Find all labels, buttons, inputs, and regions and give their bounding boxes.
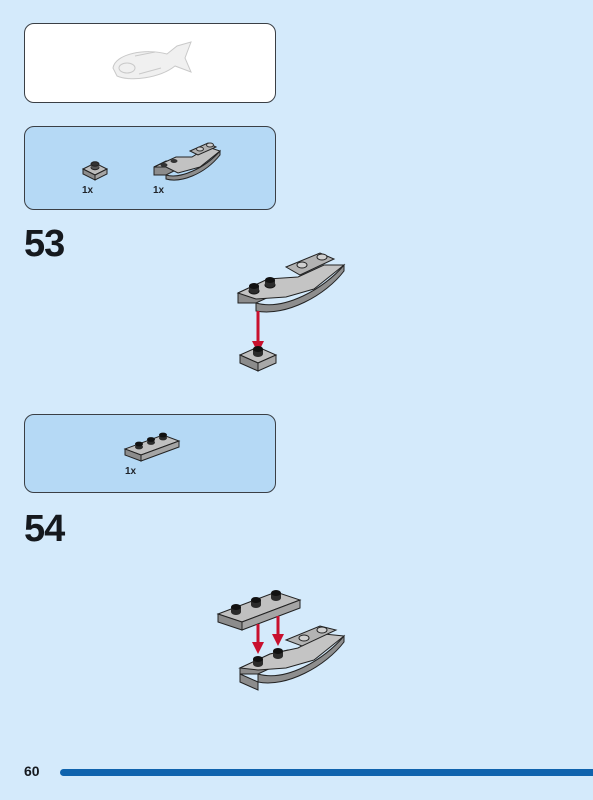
part-plate-1x3-image [123, 432, 181, 462]
curved-wedge-brick [238, 625, 346, 691]
part-plate-1x1-image [81, 161, 109, 181]
part-quantity: 1x [82, 185, 94, 196]
page-number: 60 [24, 763, 40, 779]
step-number-54: 54 [24, 508, 65, 550]
step-54-assembly-illustration [216, 590, 346, 691]
parts-list-step-54: 1x [24, 414, 276, 493]
step-53-assembly-illustration [236, 252, 346, 372]
fish-model-preview-image [112, 41, 192, 80]
red-arrows [252, 616, 284, 654]
model-preview-panel [24, 23, 276, 103]
parts-list-step-53: 1x 1x [24, 126, 276, 210]
curved-wedge-brick [236, 252, 346, 313]
plate-1x1-brick [238, 346, 278, 372]
part-curved-wedge-image [153, 142, 222, 181]
part-quantity: 1x [125, 466, 137, 477]
part-quantity: 1x [153, 185, 165, 196]
step-number-53: 53 [24, 223, 65, 265]
plate-1x3-brick [216, 590, 302, 631]
footer-rule [60, 769, 593, 776]
